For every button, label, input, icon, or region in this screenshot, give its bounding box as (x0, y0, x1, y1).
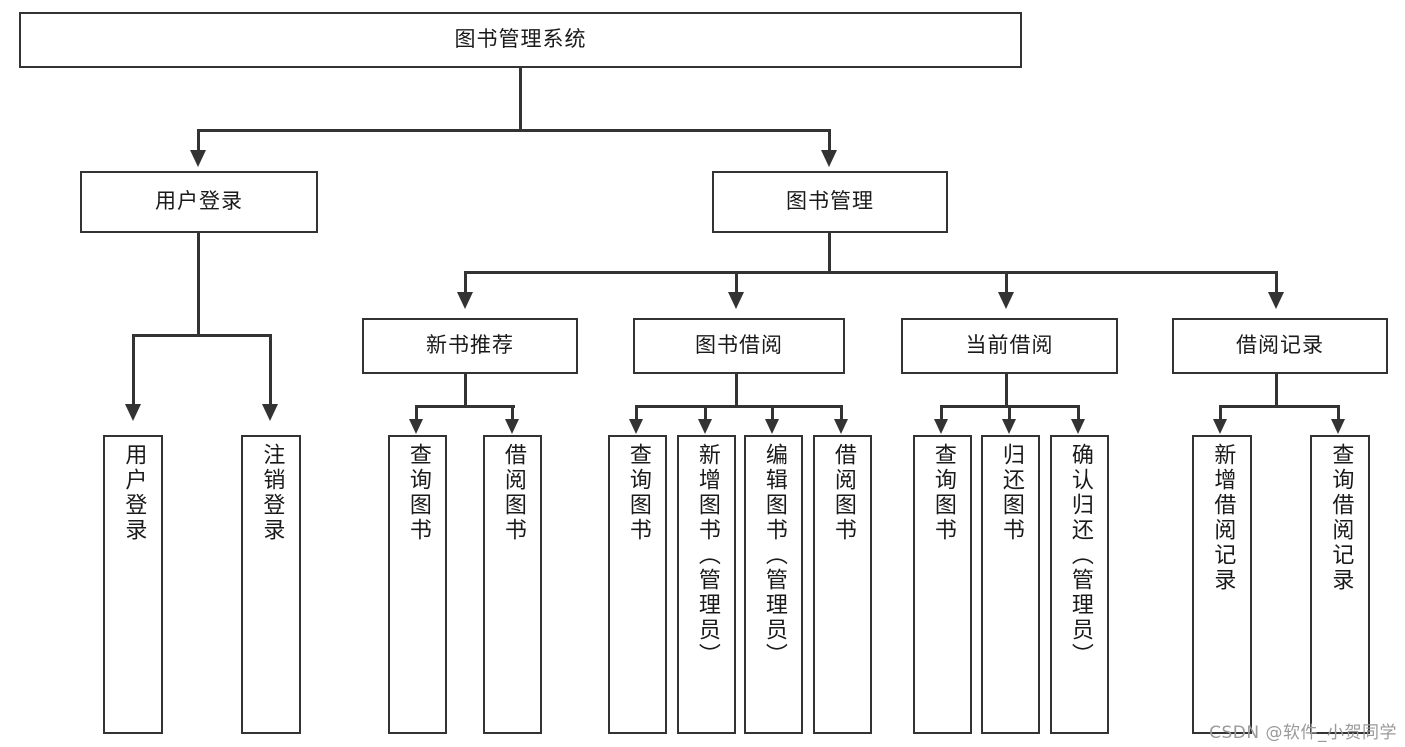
connector-level2-drop-1 (464, 271, 467, 295)
connector-user-login-bus (132, 334, 272, 337)
connector-level2-drop-2 (735, 271, 738, 295)
arrowhead-leaf-query-book-1 (409, 419, 423, 434)
connector-user-login-stem (197, 233, 200, 335)
node-label: 借阅图书 (830, 443, 856, 543)
connector-book-borrow-bus (635, 405, 840, 408)
connector-new-book-bus (415, 405, 515, 408)
connector-root-stem (519, 68, 522, 130)
node-leaf-borrow-book-2[interactable]: 借阅图书 (813, 435, 872, 734)
connector-borrow-record-stem (1275, 374, 1278, 407)
node-label: 确认归还（管理员） (1067, 443, 1093, 668)
arrowhead-leaf-query-book-2 (629, 419, 643, 434)
connector-current-borrow-drop-2 (1008, 405, 1011, 421)
node-leaf-query-book-1[interactable]: 查询图书 (388, 435, 447, 734)
node-label: 查询图书 (930, 443, 956, 543)
node-leaf-query-book-2[interactable]: 查询图书 (608, 435, 667, 734)
node-leaf-add-record[interactable]: 新增借阅记录 (1192, 435, 1252, 734)
node-leaf-user-login[interactable]: 用户登录 (103, 435, 163, 734)
arrowhead-leaf-logout (262, 404, 278, 421)
node-leaf-return-book[interactable]: 归还图书 (981, 435, 1040, 734)
connector-book-borrow-drop-4 (840, 405, 843, 421)
node-label: 用户登录 (121, 443, 147, 543)
node-label: 图书借阅 (695, 333, 783, 358)
node-label: 注销登录 (259, 443, 285, 543)
arrowhead-leaf-add-record (1213, 419, 1227, 434)
node-root-system[interactable]: 图书管理系统 (19, 12, 1022, 68)
connector-level1-drop-user (197, 129, 200, 153)
node-leaf-borrow-book-1[interactable]: 借阅图书 (483, 435, 542, 734)
node-label: 新增图书（管理员） (694, 443, 720, 668)
arrowhead-leaf-query-record (1331, 419, 1345, 434)
node-leaf-query-record[interactable]: 查询借阅记录 (1310, 435, 1370, 734)
connector-current-borrow-drop-3 (1077, 405, 1080, 421)
node-label: 用户登录 (155, 189, 243, 214)
connector-borrow-record-bus (1219, 405, 1339, 408)
arrowhead-book-management (821, 150, 837, 167)
connector-borrow-record-drop-1 (1219, 405, 1222, 421)
node-label: 编辑图书（管理员） (761, 443, 787, 668)
node-label: 新书推荐 (426, 333, 514, 358)
connector-new-book-drop-2 (511, 405, 514, 421)
connector-new-book-stem (464, 374, 467, 407)
node-borrow-record[interactable]: 借阅记录 (1172, 318, 1388, 374)
connector-borrow-record-drop-2 (1337, 405, 1340, 421)
arrowhead-leaf-add-book (698, 419, 712, 434)
node-label: 图书管理系统 (454, 27, 587, 52)
node-leaf-confirm-return[interactable]: 确认归还（管理员） (1050, 435, 1109, 734)
node-label: 借阅图书 (500, 443, 526, 543)
arrowhead-book-borrow (728, 292, 744, 309)
node-leaf-logout[interactable]: 注销登录 (241, 435, 301, 734)
node-label: 借阅记录 (1236, 333, 1324, 358)
node-leaf-add-book[interactable]: 新增图书（管理员） (677, 435, 736, 734)
node-label: 归还图书 (998, 443, 1024, 543)
node-user-login[interactable]: 用户登录 (80, 171, 318, 233)
node-label: 新增借阅记录 (1210, 443, 1236, 593)
arrowhead-leaf-borrow-book-2 (834, 419, 848, 434)
node-new-book-recommend[interactable]: 新书推荐 (362, 318, 578, 374)
connector-level2-drop-3 (1005, 271, 1008, 295)
connector-current-borrow-drop-1 (940, 405, 943, 421)
connector-current-borrow-stem (1005, 374, 1008, 407)
node-book-borrow[interactable]: 图书借阅 (633, 318, 845, 374)
connector-book-borrow-drop-1 (635, 405, 638, 421)
connector-user-login-drop-2 (269, 334, 272, 406)
node-label: 查询图书 (625, 443, 651, 543)
connector-level1-bus (197, 129, 831, 132)
arrowhead-leaf-user-login (125, 404, 141, 421)
arrowhead-new-book-recommend (457, 292, 473, 309)
arrowhead-leaf-edit-book (765, 419, 779, 434)
arrowhead-leaf-return-book (1002, 419, 1016, 434)
connector-level2-drop-4 (1275, 271, 1278, 295)
arrowhead-user-login (190, 150, 206, 167)
connector-level2-bus (464, 271, 1278, 274)
node-label: 当前借阅 (965, 333, 1054, 358)
node-book-management[interactable]: 图书管理 (712, 171, 948, 233)
connector-book-borrow-drop-3 (771, 405, 774, 421)
arrowhead-leaf-confirm-return (1071, 419, 1085, 434)
connector-new-book-drop-1 (415, 405, 418, 421)
connector-book-management-stem (828, 233, 831, 273)
node-current-borrow[interactable]: 当前借阅 (901, 318, 1118, 374)
node-label: 图书管理 (786, 189, 874, 214)
connector-user-login-drop-1 (132, 334, 135, 406)
node-leaf-edit-book[interactable]: 编辑图书（管理员） (744, 435, 803, 734)
arrowhead-current-borrow (998, 292, 1014, 309)
watermark-text: CSDN @软件_小贺同学 (1209, 723, 1397, 743)
node-leaf-query-book-3[interactable]: 查询图书 (913, 435, 972, 734)
arrowhead-leaf-query-book-3 (934, 419, 948, 434)
arrowhead-borrow-record (1268, 292, 1284, 309)
node-label: 查询图书 (405, 443, 431, 543)
connector-level1-drop-book (828, 129, 831, 153)
connector-book-borrow-stem (735, 374, 738, 407)
node-label: 查询借阅记录 (1328, 443, 1354, 593)
arrowhead-leaf-borrow-book-1 (505, 419, 519, 434)
connector-book-borrow-drop-2 (704, 405, 707, 421)
